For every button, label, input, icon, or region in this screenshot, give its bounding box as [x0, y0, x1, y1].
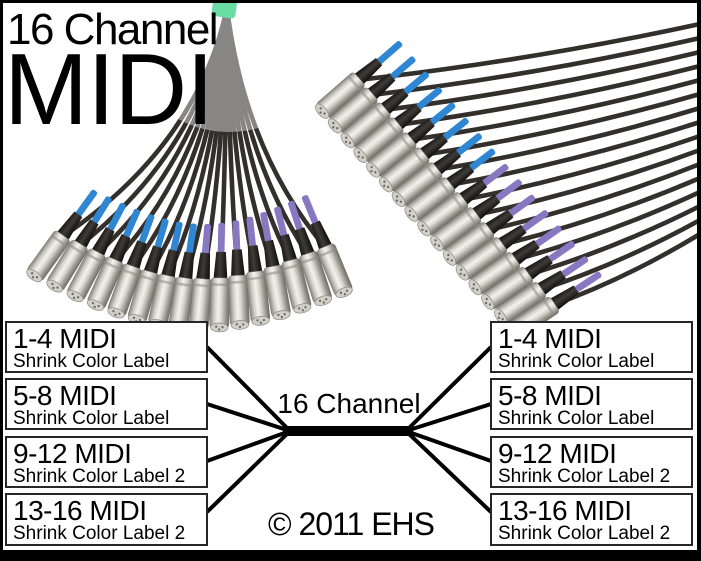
- callout-right-13-16: 13-16 MIDI Shrink Color Label 2: [490, 493, 693, 546]
- callout-subtitle: Shrink Color Label 2: [13, 466, 186, 487]
- headline: 16 Channel MIDI: [4, 5, 219, 146]
- callout-title: 1-4 MIDI: [498, 323, 602, 354]
- callout-subtitle: Shrink Color Label: [498, 408, 655, 429]
- snake-trunk-bar: [283, 426, 413, 436]
- callout-lines: [205, 345, 493, 514]
- left-bundle-connectors: [23, 184, 356, 334]
- callout-subtitle: Shrink Color Label 2: [13, 523, 186, 544]
- callout-subtitle: Shrink Color Label: [13, 408, 170, 429]
- callout-title: 5-8 MIDI: [498, 380, 602, 411]
- headline-channel-count: 16 Channel: [7, 5, 219, 54]
- callout-title: 9-12 MIDI: [498, 438, 617, 469]
- callout-title: 5-8 MIDI: [13, 380, 117, 411]
- copyright-text: © 2011 EHS: [268, 506, 435, 542]
- xlr-connector: [209, 222, 232, 333]
- callout-subtitle: Shrink Color Label 2: [498, 466, 671, 487]
- callout-subtitle: Shrink Color Label 2: [498, 523, 671, 544]
- callout-left-1-4: 1-4 MIDI Shrink Color Label: [5, 321, 208, 373]
- callout-title: 9-12 MIDI: [13, 438, 132, 469]
- snake-trunk-label: 16 Channel: [277, 388, 421, 419]
- left-bundle-cables: [59, 5, 329, 284]
- image-border-left: [0, 0, 3, 561]
- callout-subtitle: Shrink Color Label: [498, 351, 655, 372]
- callout-left-9-12: 9-12 MIDI Shrink Color Label 2: [5, 436, 208, 488]
- callout-subtitle: Shrink Color Label: [13, 351, 170, 372]
- callout-right-1-4: 1-4 MIDI Shrink Color Label: [490, 321, 693, 373]
- callout-right-9-12: 9-12 MIDI Shrink Color Label 2: [490, 436, 693, 488]
- image-border-top: [0, 0, 701, 3]
- callout-title: 1-4 MIDI: [13, 323, 117, 354]
- callout-title: 13-16 MIDI: [498, 495, 632, 526]
- image-border-bottom: [0, 550, 701, 561]
- headline-product: MIDI: [4, 34, 214, 146]
- callout-right-5-8: 5-8 MIDI Shrink Color Label: [490, 378, 693, 430]
- photo-highlight: [139, 0, 319, 132]
- callout-title: 13-16 MIDI: [13, 495, 147, 526]
- callout-left-13-16: 13-16 MIDI Shrink Color Label 2: [5, 493, 208, 546]
- callout-left-5-8: 5-8 MIDI Shrink Color Label: [5, 378, 208, 430]
- image-border-right: [697, 0, 701, 561]
